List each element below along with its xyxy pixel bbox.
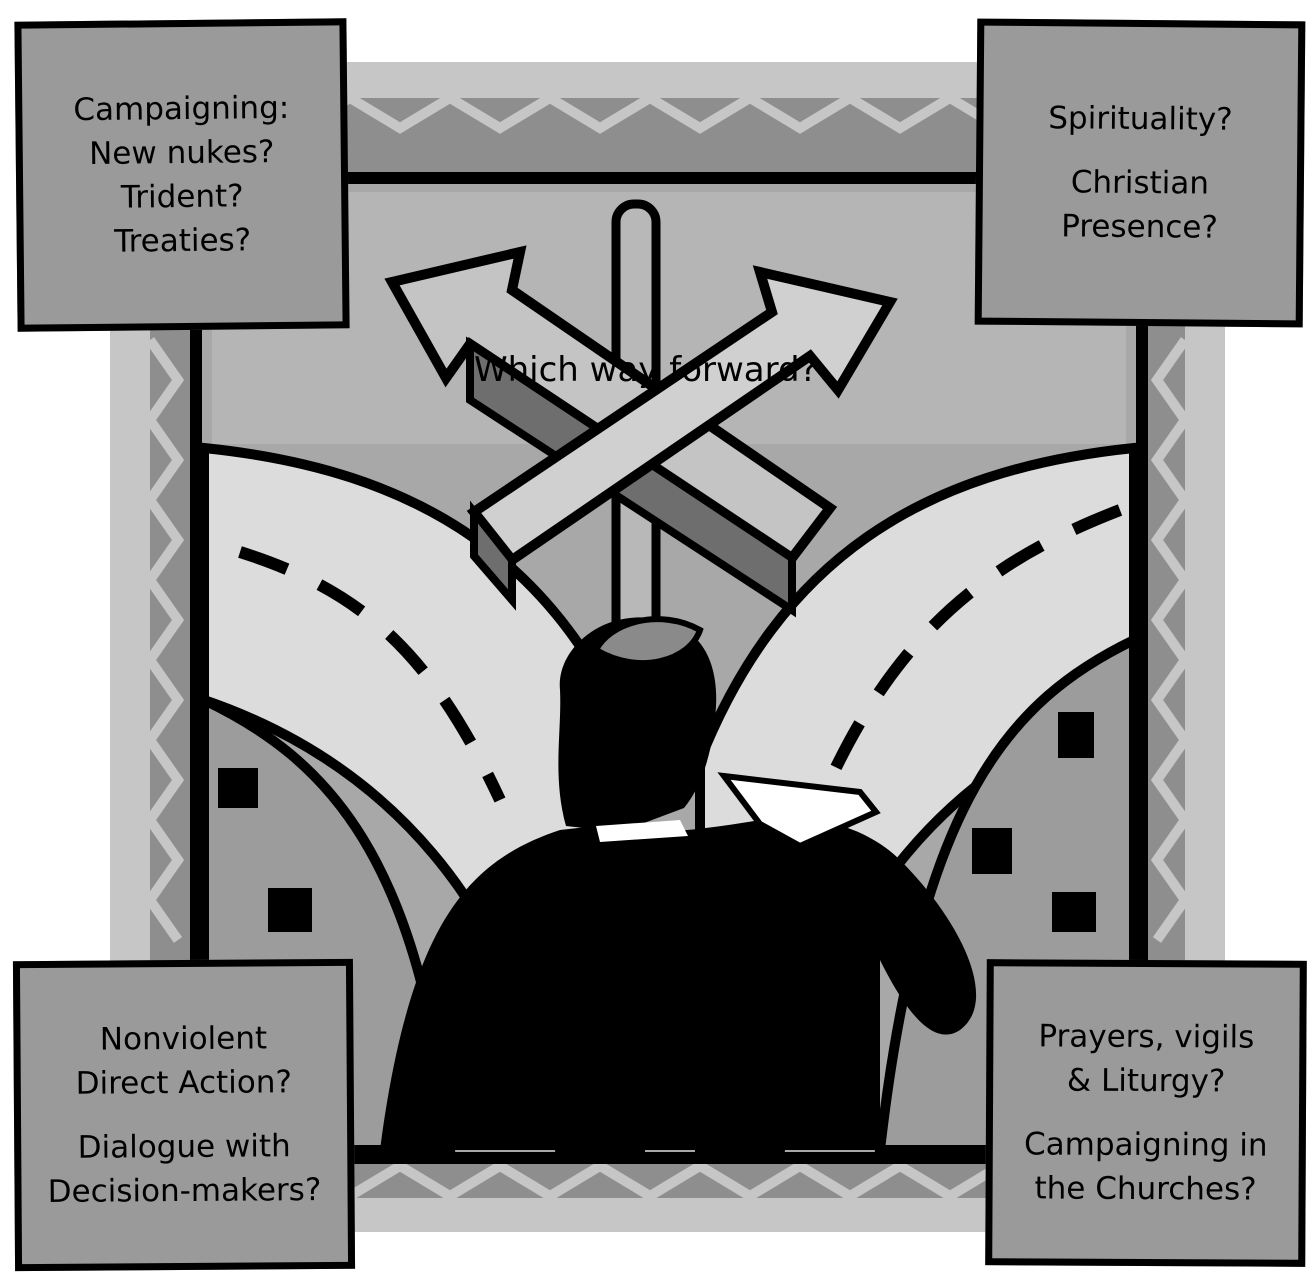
option-group: Spirituality?	[1048, 96, 1233, 142]
center-question: Which way forward?	[474, 350, 854, 390]
option-text: Direct Action?	[76, 1060, 293, 1106]
option-text: Decision-makers?	[48, 1168, 322, 1214]
option-text: Spirituality?	[1048, 96, 1233, 142]
option-text: New nukes?	[89, 130, 275, 176]
option-text: & Liturgy?	[1067, 1059, 1226, 1104]
option-group: Prayers, vigils & Liturgy?	[1038, 1014, 1254, 1103]
option-group: Campaigning: New nukes? Trident? Treatie…	[73, 86, 291, 264]
option-group: Dialogue with Decision-makers?	[47, 1124, 321, 1214]
option-group: Campaigning in the Churches?	[1024, 1122, 1268, 1211]
option-text: Treaties?	[114, 218, 251, 263]
option-box-prayers: Prayers, vigils & Liturgy? Campaigning i…	[985, 959, 1307, 1267]
option-box-spirituality: Spirituality? Christian Presence?	[975, 19, 1306, 328]
option-text: Presence?	[1061, 204, 1218, 249]
option-text: Dialogue with	[78, 1124, 291, 1170]
option-text: Prayers, vigils	[1038, 1014, 1254, 1059]
option-text: Campaigning:	[73, 86, 289, 132]
option-box-campaigning: Campaigning: New nukes? Trident? Treatie…	[14, 18, 349, 331]
option-text: Christian	[1071, 160, 1210, 205]
option-text: Nonviolent	[100, 1016, 268, 1061]
option-text: Trident?	[121, 174, 244, 219]
option-box-direct-action: Nonviolent Direct Action? Dialogue with …	[13, 959, 355, 1271]
option-group: Christian Presence?	[1061, 160, 1218, 249]
option-text: the Churches?	[1034, 1166, 1256, 1211]
option-group: Nonviolent Direct Action?	[75, 1016, 292, 1106]
option-text: Campaigning in	[1024, 1122, 1268, 1167]
